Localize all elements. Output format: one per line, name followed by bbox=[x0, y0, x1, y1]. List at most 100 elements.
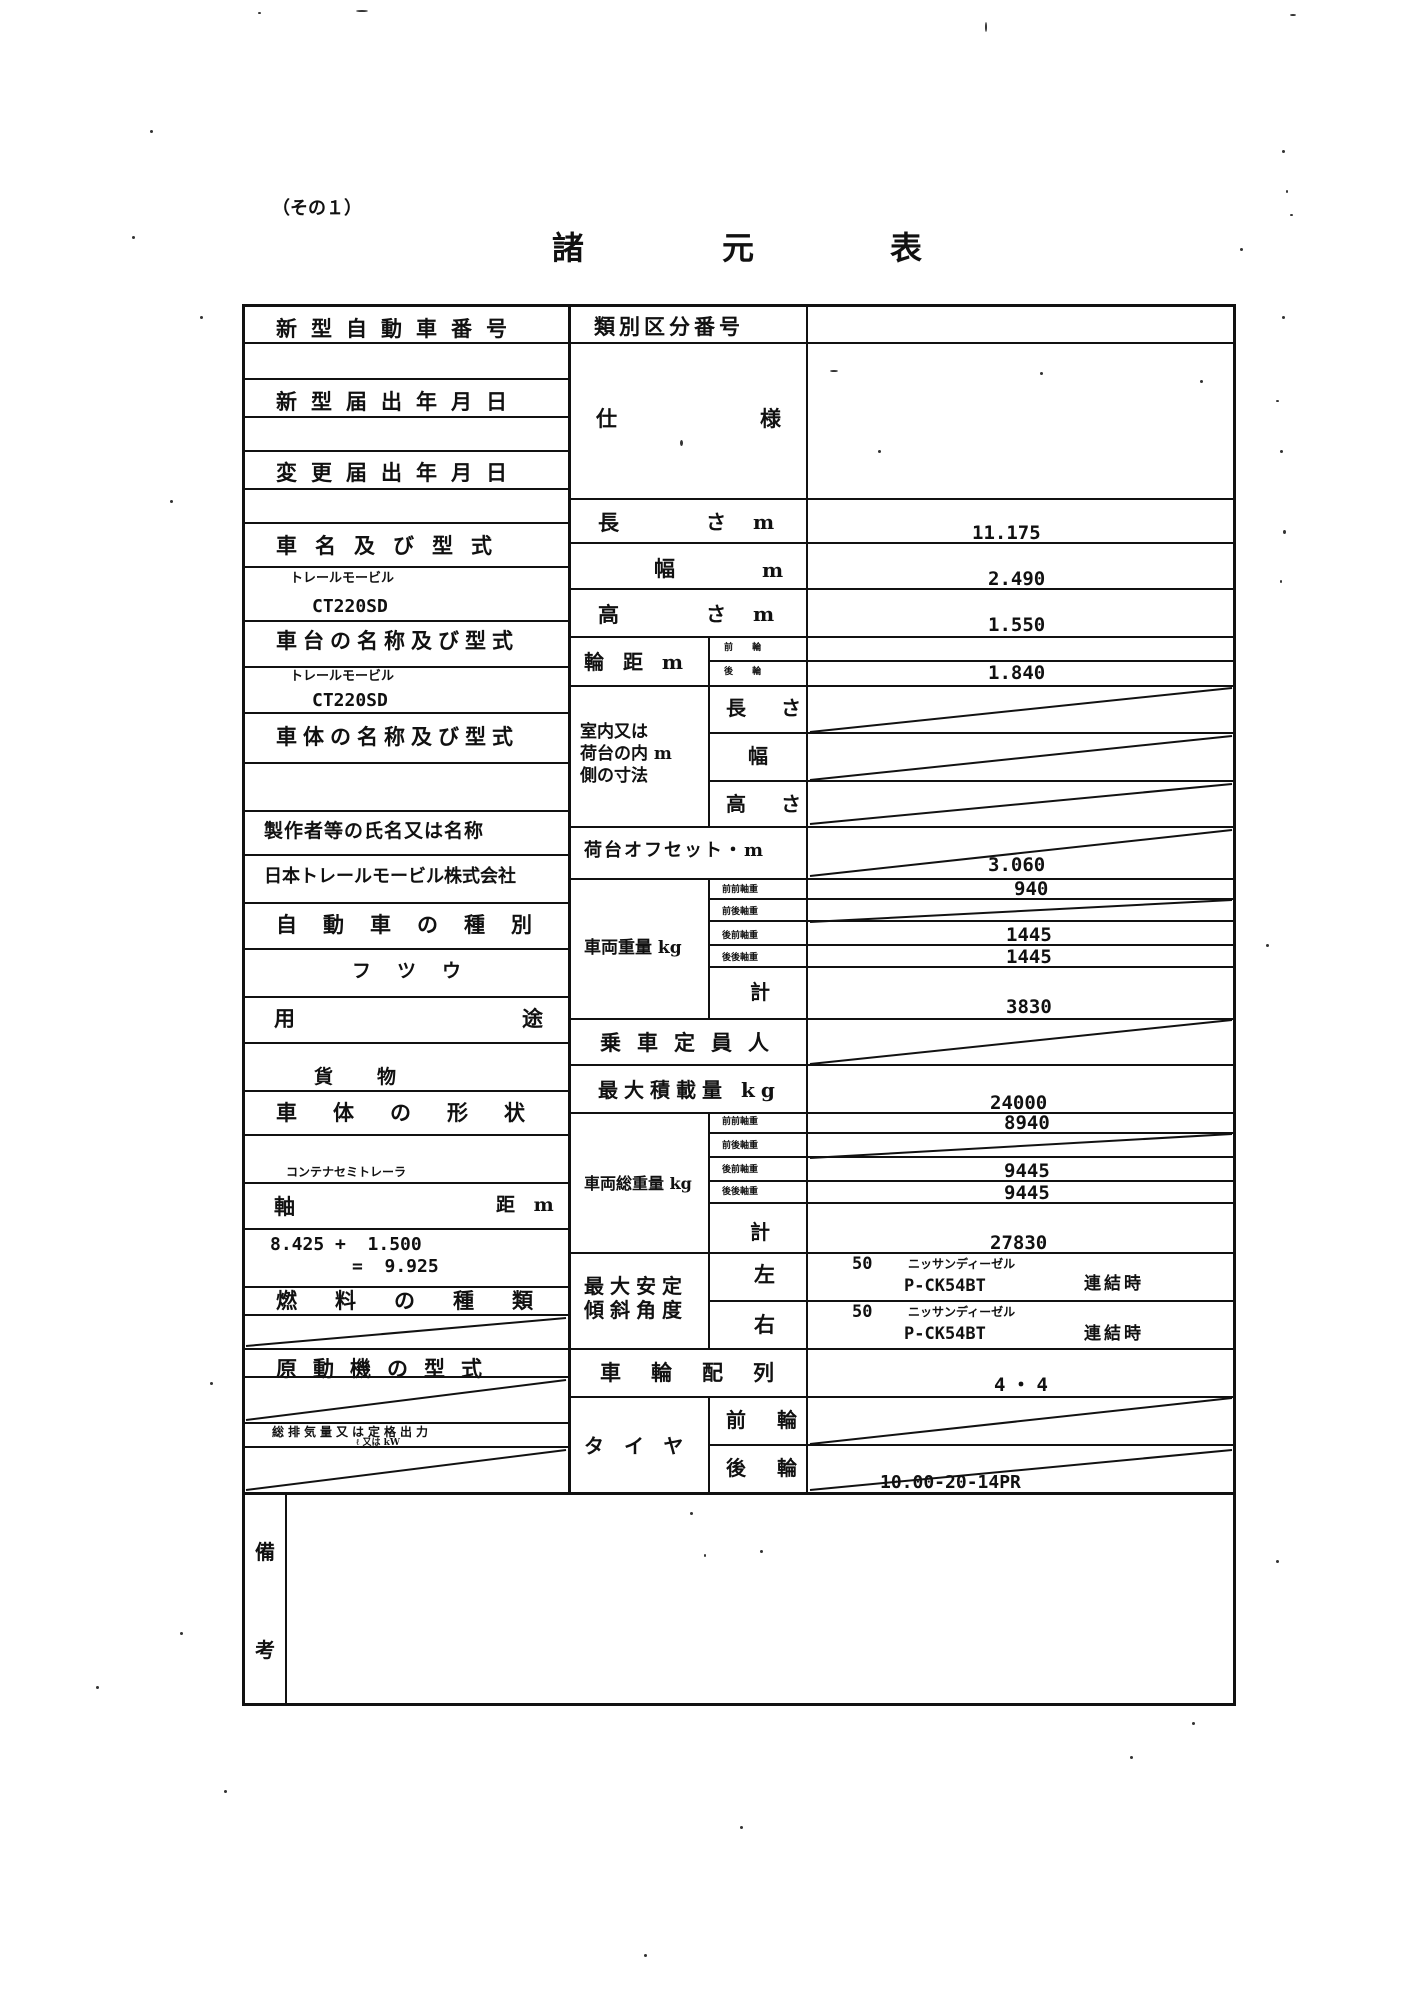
width-label-start: 幅 bbox=[654, 556, 675, 581]
vw-rear-front-value: 1445 bbox=[1006, 924, 1052, 946]
use-label-end: 途 bbox=[522, 1006, 543, 1031]
wheel-arrangement-value: 4・4 bbox=[994, 1374, 1054, 1396]
vw-rear-rear-value: 1445 bbox=[1006, 946, 1052, 968]
tread-rear-value: 1.840 bbox=[988, 662, 1046, 684]
tread-rear-label: 後 輪 bbox=[724, 667, 770, 677]
vw-front-front-label: 前前軸重 bbox=[722, 885, 759, 895]
chassis-type-value: CT220SD bbox=[312, 690, 388, 711]
gvw-front-front-value: 8940 bbox=[1004, 1112, 1050, 1134]
vw-front-rear-label: 前後軸重 bbox=[722, 907, 759, 917]
gvw-rear-front-value: 9445 bbox=[1004, 1160, 1050, 1182]
tilt-left-note: 連結時 bbox=[1084, 1274, 1144, 1294]
new-vehicle-number-label: 新型自動車番号 bbox=[276, 316, 521, 341]
remarks-label-2: 考 bbox=[255, 1638, 275, 1662]
cargo-width-label: 幅 bbox=[748, 744, 768, 768]
gvw-total-label: 計 bbox=[750, 1220, 770, 1244]
max-tilt-label-2: 傾斜角度 bbox=[584, 1298, 688, 1322]
max-load-value: 24000 bbox=[990, 1092, 1048, 1114]
cargo-offset-value: 3.060 bbox=[988, 854, 1046, 876]
tread-front-label: 前 輪 bbox=[724, 643, 770, 653]
tilt-left-degrees: 50 bbox=[852, 1254, 873, 1274]
tire-label: タイヤ bbox=[584, 1434, 704, 1458]
engine-output-unit: ℓ 又は kW bbox=[356, 1438, 400, 1448]
tread-label: 輪 距 m bbox=[584, 650, 690, 674]
vehicle-name-type-label: 車名及び型式 bbox=[276, 533, 510, 558]
new-filing-date-label: 新型届出年月日 bbox=[276, 389, 521, 414]
spec-label-start: 仕 bbox=[596, 406, 617, 431]
gvw-total-value: 27830 bbox=[990, 1232, 1048, 1254]
cargo-offset-label: 荷台オフセット・m bbox=[584, 840, 766, 861]
length-label-start: 長 bbox=[598, 510, 619, 535]
chassis-name-value: トレールモービル bbox=[290, 669, 395, 684]
vehicle-type-value: CT220SD bbox=[312, 596, 388, 617]
cargo-dim-label-2: 荷台の内 m bbox=[580, 744, 672, 764]
part-label: （その１） bbox=[272, 198, 362, 219]
gvw-rear-front-label: 後前軸重 bbox=[722, 1165, 759, 1175]
width-label-end: m bbox=[762, 558, 784, 582]
chassis-name-type-label: 車台の名称及び型式 bbox=[276, 628, 519, 653]
tilt-left-tractor: ニッサンディーゼル bbox=[908, 1257, 1016, 1271]
class-number-label: 類別区分番号 bbox=[594, 314, 744, 339]
cargo-dim-label-1: 室内又は bbox=[580, 722, 648, 742]
tilt-right-tractor: ニッサンディーゼル bbox=[908, 1305, 1016, 1319]
axle-value-line-1: 8.425 + 1.500 bbox=[270, 1234, 422, 1255]
gvw-rear-rear-value: 9445 bbox=[1004, 1182, 1050, 1204]
cargo-height-label: 高 さ bbox=[726, 792, 815, 816]
passenger-capacity-label: 乗車定員人 bbox=[600, 1030, 785, 1055]
length-label-end: さ m bbox=[706, 510, 785, 534]
tilt-left-label: 左 bbox=[754, 1262, 775, 1287]
max-tilt-label-1: 最大安定 bbox=[584, 1274, 688, 1298]
title-char-3: 表 bbox=[890, 229, 923, 267]
length-value: 11.175 bbox=[972, 522, 1041, 544]
vw-front-front-value: 940 bbox=[1014, 878, 1049, 900]
tire-front-label: 前 輪 bbox=[726, 1408, 809, 1432]
vw-total-value: 3830 bbox=[1006, 996, 1052, 1018]
vehicle-weight-label: 車両重量 kg bbox=[584, 938, 682, 958]
body-shape-label: 車体の形状 bbox=[276, 1100, 561, 1125]
max-load-label: 最大積載量 kg bbox=[598, 1078, 781, 1102]
vw-rear-rear-label: 後後軸重 bbox=[722, 953, 759, 963]
width-value: 2.490 bbox=[988, 568, 1046, 590]
gvw-front-front-label: 前前軸重 bbox=[722, 1117, 759, 1127]
body-name-type-label: 車体の名称及び型式 bbox=[276, 724, 519, 749]
height-label-end: さ m bbox=[706, 602, 785, 626]
axle-value-line-2: = 9.925 bbox=[352, 1256, 439, 1277]
height-value: 1.550 bbox=[988, 614, 1046, 636]
tilt-right-degrees: 50 bbox=[852, 1302, 873, 1322]
vehicle-kind-label: 自動車の種別 bbox=[276, 912, 558, 937]
wheel-arrangement-label: 車輪配列 bbox=[600, 1360, 804, 1385]
vw-total-label: 計 bbox=[750, 980, 770, 1004]
vehicle-kind-value: フツウ bbox=[352, 960, 488, 982]
title-char-2: 元 bbox=[722, 229, 755, 267]
body-shape-value: コンテナセミトレーラ bbox=[286, 1165, 407, 1179]
vehicle-name-value: トレールモービル bbox=[290, 571, 395, 586]
title-char-1: 諸 bbox=[552, 229, 585, 267]
remarks-label-1: 備 bbox=[255, 1540, 275, 1564]
change-filing-date-label: 変更届出年月日 bbox=[276, 460, 521, 485]
spec-label-end: 様 bbox=[760, 406, 781, 431]
cargo-length-label: 長 さ bbox=[726, 696, 815, 720]
use-value: 貨物 bbox=[314, 1066, 441, 1088]
manufacturer-value: 日本トレールモービル株式会社 bbox=[264, 866, 516, 887]
tire-rear-label: 後 輪 bbox=[726, 1456, 809, 1480]
axle-label-end: 距 m bbox=[496, 1194, 560, 1216]
height-label-start: 高 bbox=[598, 602, 619, 627]
gross-weight-label: 車両総重量 kg bbox=[584, 1174, 692, 1193]
manufacturer-label: 製作者等の氏名又は名称 bbox=[264, 820, 485, 842]
engine-type-label: 原動機の型式 bbox=[276, 1356, 498, 1381]
gvw-front-rear-label: 前後軸重 bbox=[722, 1141, 759, 1151]
tilt-right-note: 連結時 bbox=[1084, 1324, 1144, 1344]
fuel-type-label: 燃料の種類 bbox=[276, 1288, 571, 1313]
cargo-dim-label-3: 側の寸法 bbox=[580, 766, 648, 786]
use-label-start: 用 bbox=[274, 1006, 295, 1031]
engine-output-label: 総排気量又は定格出力 bbox=[272, 1425, 433, 1439]
axle-label-start: 軸 bbox=[274, 1194, 295, 1219]
vw-rear-front-label: 後前軸重 bbox=[722, 931, 759, 941]
tilt-right-label: 右 bbox=[754, 1312, 775, 1337]
tilt-left-model: P-CK54BT bbox=[904, 1276, 986, 1296]
tilt-right-model: P-CK54BT bbox=[904, 1324, 986, 1344]
tire-rear-value: 10.00-20-14PR bbox=[880, 1472, 1021, 1493]
gvw-rear-rear-label: 後後軸重 bbox=[722, 1187, 759, 1197]
